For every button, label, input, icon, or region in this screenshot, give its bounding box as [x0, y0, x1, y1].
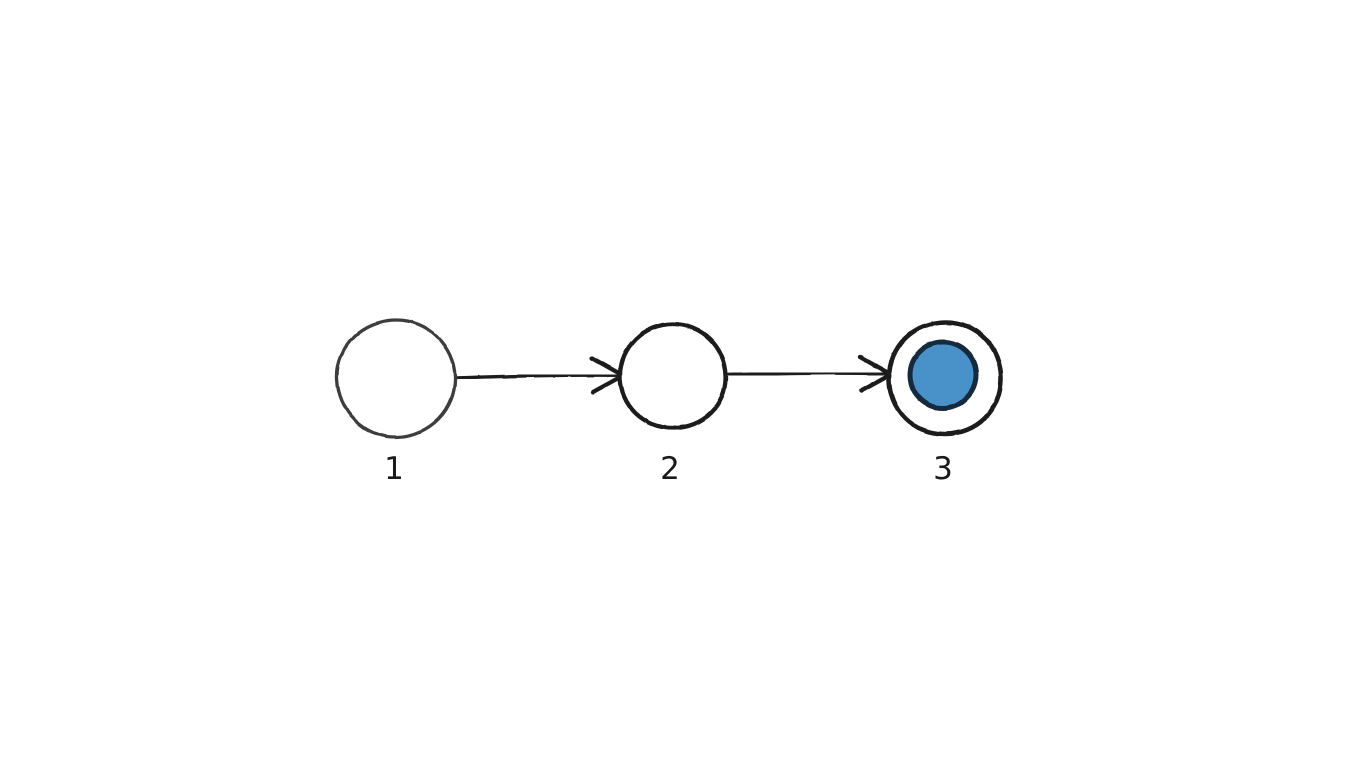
node-3-label: 3 [933, 451, 953, 487]
node-2[interactable]: 2 [617, 321, 729, 487]
node-3[interactable]: 3 [886, 319, 1004, 487]
arrowhead-icon [857, 354, 894, 394]
node-1[interactable]: 1 [335, 318, 457, 487]
node-2-circle [617, 321, 729, 431]
node-1-circle [335, 318, 457, 439]
edge-2-to-3[interactable] [724, 354, 894, 394]
node-1-label: 1 [384, 451, 404, 487]
edge-line [724, 371, 892, 377]
node-3-inner-circle [907, 339, 979, 411]
edge-line [453, 373, 623, 380]
node-2-label: 2 [660, 451, 680, 487]
edge-1-to-2[interactable] [453, 355, 626, 395]
